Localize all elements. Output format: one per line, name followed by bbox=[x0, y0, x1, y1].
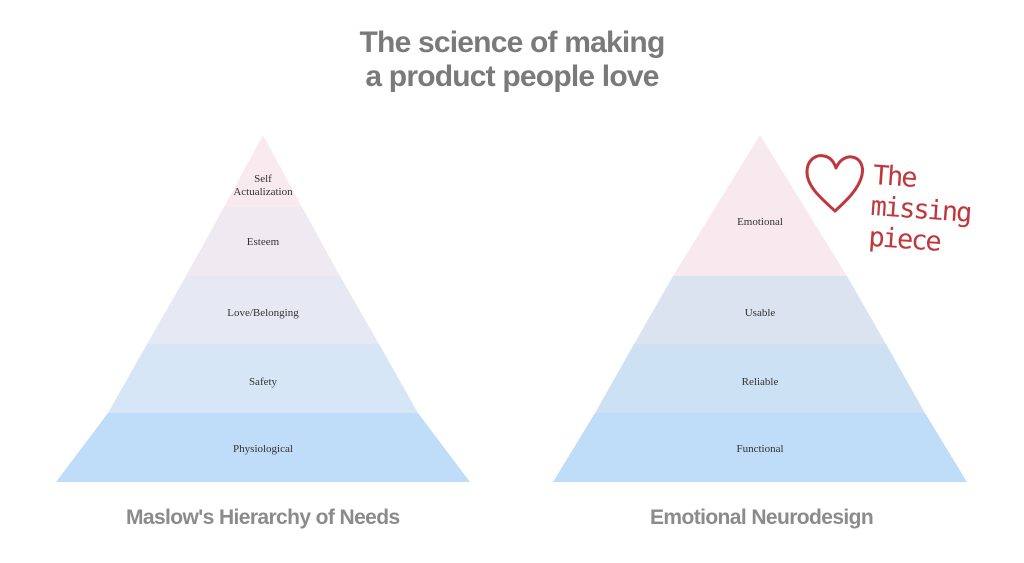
label-functional: Functional bbox=[736, 443, 783, 455]
label-actualization: Actualization bbox=[233, 186, 293, 198]
label-usable: Usable bbox=[745, 307, 776, 319]
tier-physiological bbox=[56, 413, 470, 482]
label-love-belonging: Love/Belonging bbox=[227, 307, 299, 319]
label-esteem: Esteem bbox=[247, 236, 280, 248]
label-physiological: Physiological bbox=[233, 443, 293, 455]
neurodesign-pyramid: Emotional Usable Reliable Functional bbox=[553, 135, 967, 482]
tier-love-belonging bbox=[147, 276, 379, 344]
title-line-2: a product people love bbox=[365, 60, 659, 93]
maslow-caption: Maslow's Hierarchy of Needs bbox=[126, 506, 400, 529]
neurodesign-caption: Emotional Neurodesign bbox=[650, 506, 874, 529]
tier-esteem bbox=[186, 207, 340, 276]
tier-usable bbox=[634, 276, 886, 344]
label-emotional: Emotional bbox=[737, 216, 783, 228]
label-reliable: Reliable bbox=[742, 376, 779, 388]
tier-emotional bbox=[673, 135, 847, 276]
heart-outline-icon bbox=[805, 154, 864, 213]
title-line-1: The science of making bbox=[359, 26, 666, 59]
tier-reliable bbox=[595, 344, 925, 413]
tier-safety bbox=[108, 344, 418, 413]
tier-functional bbox=[553, 413, 967, 482]
label-self: Self bbox=[254, 173, 272, 185]
tier-self-actualization bbox=[224, 135, 302, 207]
label-safety: Safety bbox=[249, 376, 278, 388]
missing-piece-annotation: The missing piece bbox=[868, 160, 974, 260]
slide-title: The science of making a product people l… bbox=[310, 26, 714, 94]
